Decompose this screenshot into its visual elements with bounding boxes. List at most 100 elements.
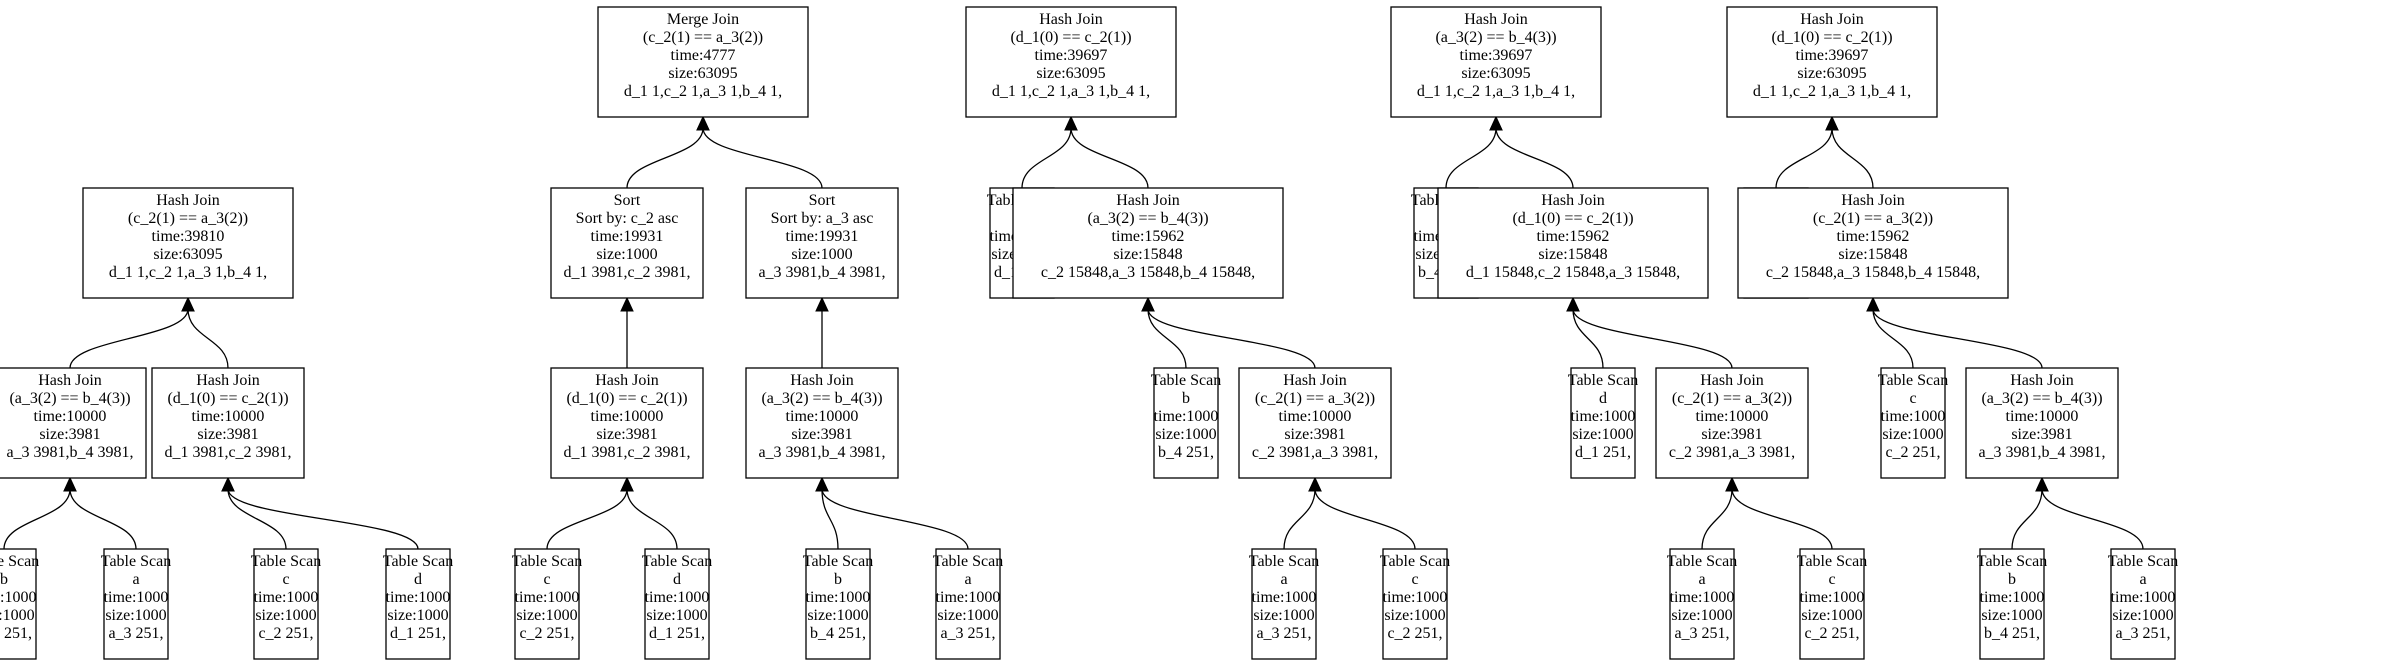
plan-edge — [626, 115, 710, 189]
node-detail-line: b_4 251, — [1158, 444, 1214, 461]
node-detail-line: d_1 1,c_2 1,a_3 1,b_4 1, — [992, 83, 1150, 100]
node-box — [103, 548, 169, 660]
node-detail-line: time:39810 — [152, 228, 225, 245]
node-detail-line: d_1 251, — [390, 625, 446, 642]
node-detail-line: size:1000 — [387, 607, 448, 624]
node-operator-label: Sort — [614, 192, 641, 209]
node-detail-line: size:1000 — [807, 607, 868, 624]
node-detail-line: size:1000 — [791, 246, 852, 263]
node-detail-line: size:15848 — [1838, 246, 1907, 263]
node-detail-line: size:1000 — [516, 607, 577, 624]
node-detail-line: b — [0, 571, 8, 588]
edge-line — [227, 488, 419, 550]
node-detail-line: (d_1(0) == c_2(1)) — [167, 390, 288, 407]
node-detail-line: size:3981 — [197, 426, 258, 443]
node-box — [0, 548, 37, 660]
node-detail-line: time:10000 — [2006, 408, 2079, 425]
node-detail-line: d — [673, 571, 681, 588]
edge-line — [2011, 488, 2043, 550]
node-operator-label: Table Scan — [1667, 553, 1737, 570]
node-box — [1251, 548, 1317, 660]
node-box — [1012, 187, 1284, 299]
node-box — [1726, 6, 1938, 118]
edge-line — [821, 488, 839, 550]
node-detail-line: time:1000 — [1571, 408, 1636, 425]
node-detail-line: (a_3(2) == b_4(3)) — [1981, 390, 2102, 407]
node-box — [1570, 367, 1636, 479]
node-detail-line: size:1000 — [1671, 607, 1732, 624]
node-box — [1153, 367, 1219, 479]
node-box — [1669, 548, 1735, 660]
node-detail-line: size:15848 — [1538, 246, 1607, 263]
node-operator-label: Table Scan — [933, 553, 1003, 570]
node-operator-label: Table Scan — [101, 553, 171, 570]
plan-edge — [181, 296, 229, 369]
node-operator-label: Hash Join — [196, 372, 260, 389]
node-operator-label: Table Scan — [1568, 372, 1638, 389]
node-operator-label: Hash Join — [1800, 11, 1864, 28]
edge-line — [702, 127, 823, 189]
node-operator-label: Table Scan — [1151, 372, 1221, 389]
edge-line — [1314, 488, 1416, 550]
node-detail-line: time:10000 — [34, 408, 107, 425]
node-detail-line: (d_1(0) == c_2(1)) — [1512, 210, 1633, 227]
node-detail-line: size:63095 — [153, 246, 222, 263]
node-detail-line: size:63095 — [668, 65, 737, 82]
arrowhead-icon — [620, 476, 634, 492]
plan-node-t5-j2: Hash Join(a_3(2) == b_4(3))time:10000siz… — [1965, 367, 2119, 479]
node-box — [0, 367, 147, 479]
edge-line — [1283, 488, 1316, 550]
arrowhead-icon — [620, 296, 634, 312]
node-detail-line: (a_3(2) == b_4(3)) — [1435, 29, 1556, 46]
node-detail-line: (c_2(1) == a_3(2)) — [1813, 210, 1933, 227]
plan-node-t3-j2: Hash Join(c_2(1) == a_3(2))time:10000siz… — [1238, 367, 1392, 479]
node-detail-line: size:1000 — [2112, 607, 2173, 624]
edge-line — [3, 488, 71, 550]
plan-edge — [1141, 296, 1316, 369]
plan-node-t2-root: Merge Join(c_2(1) == a_3(2))time:4777siz… — [597, 6, 809, 118]
node-operator-label: Hash Join — [1464, 11, 1528, 28]
node-detail-line: size:1000 — [1882, 426, 1943, 443]
plan-node-t4-root: Hash Join(a_3(2) == b_4(3))time:39697siz… — [1390, 6, 1602, 118]
node-detail-line: c — [543, 571, 550, 588]
edge-line — [626, 127, 704, 189]
edge-line — [1147, 308, 1316, 369]
node-detail-line: size:1000 — [1572, 426, 1633, 443]
node-detail-line: b — [2008, 571, 2016, 588]
edge-line — [69, 308, 189, 369]
node-detail-line: time:1000 — [0, 589, 36, 606]
arrowhead-icon — [221, 476, 235, 492]
edge-line — [1775, 127, 1833, 189]
node-detail-line: time:1000 — [1154, 408, 1219, 425]
node-operator-label: Hash Join — [1283, 372, 1347, 389]
node-detail-line: size:1000 — [1253, 607, 1314, 624]
node-detail-line: time:1000 — [645, 589, 710, 606]
node-detail-line: size:1000 — [105, 607, 166, 624]
node-box — [1880, 367, 1946, 479]
node-detail-line: time:1000 — [806, 589, 871, 606]
node-detail-line: d — [414, 571, 422, 588]
plan-edge — [1308, 476, 1416, 550]
node-detail-line: size:3981 — [1284, 426, 1345, 443]
plan-edge — [546, 476, 634, 550]
node-detail-line: c_2 3981,a_3 3981, — [1669, 444, 1795, 461]
node-detail-line: (a_3(2) == b_4(3)) — [761, 390, 882, 407]
node-detail-line: c — [1828, 571, 1835, 588]
node-detail-line: size:1000 — [255, 607, 316, 624]
edge-line — [1872, 308, 2043, 369]
node-detail-line: size:3981 — [791, 426, 852, 443]
plan-edge — [620, 476, 678, 550]
node-detail-line: d_1 251, — [649, 625, 705, 642]
node-detail-line: a_3 251, — [940, 625, 995, 642]
node-box — [1238, 367, 1392, 479]
node-detail-line: d_1 3981,c_2 3981, — [164, 444, 291, 461]
node-detail-line: a_3 251, — [1256, 625, 1311, 642]
node-detail-line: time:19931 — [786, 228, 859, 245]
